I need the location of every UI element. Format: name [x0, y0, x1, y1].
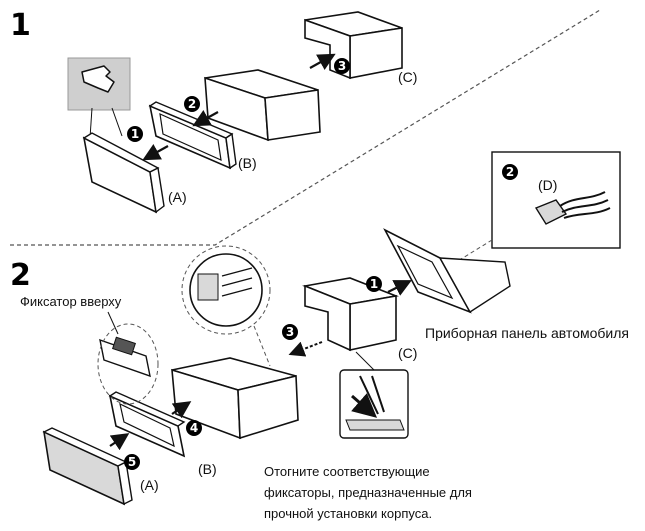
bend-note-line-1: Отогните соответствующие — [264, 464, 430, 479]
bend-note-line-2: фиксаторы, предназначенные для — [264, 485, 472, 500]
connector-plug — [534, 199, 568, 225]
svg-text:1: 1 — [370, 277, 378, 291]
arrow-s1-step3 — [309, 53, 336, 70]
svg-text:4: 4 — [190, 421, 198, 435]
label-c-s1: (C) — [398, 69, 417, 85]
svg-text:5: 5 — [128, 455, 136, 469]
faceplate-a-s1 — [82, 132, 165, 214]
arrow-s2-step4 — [171, 401, 192, 419]
label-b-s1: (B) — [238, 155, 257, 171]
latch-up-callout — [97, 311, 159, 405]
svg-text:1: 1 — [131, 127, 139, 141]
label-latch-top: Фиксатор вверху — [20, 294, 122, 309]
arrow-s1-step1 — [142, 144, 169, 161]
badge-s1-3: 3 — [334, 58, 350, 74]
arrow-s2-step3 — [288, 341, 323, 357]
section-2-number: 2 — [10, 258, 31, 293]
latch-tab-icon — [112, 336, 136, 356]
svg-text:2: 2 — [188, 97, 196, 111]
faceplate-a-s2 — [42, 427, 133, 506]
svg-text:3: 3 — [338, 59, 346, 73]
badge-s2-3: 3 — [282, 324, 298, 340]
badge-s2-1: 1 — [366, 276, 382, 292]
label-d: (D) — [538, 177, 557, 193]
badge-s2-2: 2 — [502, 164, 518, 180]
svg-text:3: 3 — [286, 325, 294, 339]
badge-s1-1: 1 — [127, 126, 143, 142]
connector-inset: 2 (D) — [491, 151, 621, 249]
trim-frame-b-s1 — [148, 101, 237, 170]
badge-s1-2: 2 — [184, 96, 200, 112]
arrow-s2-step1 — [387, 280, 412, 296]
finger-icon — [81, 65, 115, 93]
label-c-s2: (C) — [398, 345, 417, 361]
arrow-s1-step2 — [192, 110, 219, 127]
mounting-sleeve-c-s2 — [302, 277, 399, 352]
badge-s2-4: 4 — [186, 420, 202, 436]
section-1-number: 1 — [10, 8, 31, 43]
bend-arrow — [351, 393, 378, 418]
release-button-callout — [67, 57, 131, 139]
label-b-s2: (B) — [198, 461, 217, 477]
head-unit-s1 — [204, 69, 321, 142]
latch-bend-callout — [339, 351, 409, 439]
trim-frame-b-s2 — [108, 391, 186, 458]
dashboard-opening — [383, 228, 511, 314]
section-divider — [10, 9, 601, 246]
head-unit-s2 — [171, 357, 299, 440]
svg-text:2: 2 — [506, 165, 514, 179]
latch-detail-magnifier — [181, 245, 271, 367]
label-dashboard: Приборная панель автомобиля — [425, 325, 629, 341]
badge-s2-5: 5 — [124, 454, 140, 470]
label-a-s1: (A) — [168, 189, 187, 205]
arrow-s2-step5 — [109, 433, 130, 451]
bend-note-line-3: прочной установки корпуса. — [264, 506, 432, 521]
mounting-sleeve-c-s1 — [304, 11, 403, 80]
wire-harness — [559, 191, 611, 219]
label-a-s2: (A) — [140, 477, 159, 493]
